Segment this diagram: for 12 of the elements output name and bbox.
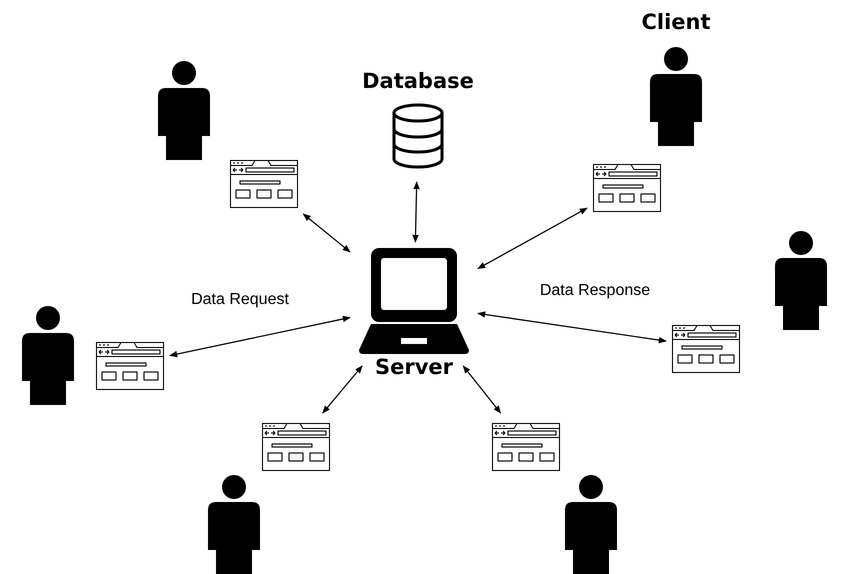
double-arrow — [322, 365, 363, 414]
double-arrow — [462, 365, 502, 414]
double-arrow — [412, 181, 420, 243]
node-label: Database — [362, 70, 474, 94]
text-label: Client — [641, 10, 711, 34]
node-label: Server — [374, 356, 453, 380]
text-label: Data Response — [540, 282, 650, 300]
double-arrow — [477, 208, 588, 270]
double-arrow — [302, 214, 351, 252]
text-label: Data Request — [191, 291, 289, 309]
double-arrow — [169, 316, 351, 358]
double-arrow — [477, 311, 667, 344]
